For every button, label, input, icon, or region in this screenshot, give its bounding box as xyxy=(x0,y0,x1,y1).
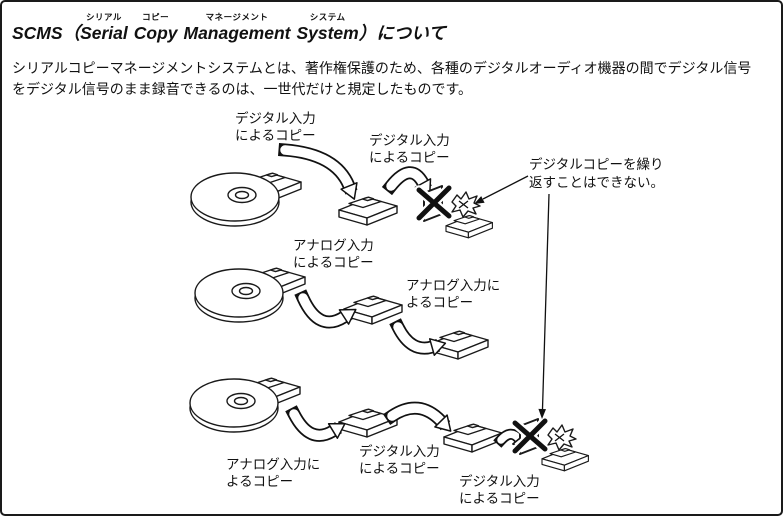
label-row1-source: によるコピー xyxy=(235,128,316,143)
arrowhead-icon xyxy=(538,408,546,419)
copy-flow-arrow xyxy=(382,401,452,432)
label-row1-second: デジタル入力 xyxy=(369,132,450,148)
note-text: 返すことはできない。 xyxy=(529,175,664,190)
label-row3-source: よるコピー xyxy=(226,474,293,489)
label-row2-second: アナログ入力に xyxy=(406,278,500,293)
label-row3-source: アナログ入力に xyxy=(226,457,320,472)
label-row3-second: デジタル入力 xyxy=(359,443,440,459)
arrowhead-icon xyxy=(474,196,485,204)
row1-digital-chain xyxy=(190,143,492,238)
row2-analog-chain xyxy=(194,267,489,360)
intro-paragraph: シリアルコピーマネージメントシステムとは、著作権保護のため、各種のデジタルオーデ… xyxy=(12,60,752,97)
row3-mixed-chain xyxy=(189,377,588,471)
note-pointer-arrows xyxy=(474,175,550,419)
md-deck-icon xyxy=(338,196,398,226)
label-row2-second: よるコピー xyxy=(406,295,473,310)
note-pointer-line xyxy=(541,193,550,410)
compact-disc-icon xyxy=(189,378,279,433)
diagram-labels: デジタル入力 によるコピー デジタル入力 によるコピー デジタルコピーを繰り 返… xyxy=(226,110,664,506)
title-prefix: SCMS（ xyxy=(12,23,81,43)
copy-flow-arrow xyxy=(278,143,358,200)
furigana-management: マネージメント xyxy=(205,12,269,22)
compact-disc-icon xyxy=(194,268,284,323)
label-row1-second: によるコピー xyxy=(369,150,450,165)
label-row3-third: によるコピー xyxy=(459,491,540,506)
copy-blocked-icon xyxy=(515,419,588,471)
label-row3-third: デジタル入力 xyxy=(459,473,540,489)
label-row1-source: デジタル入力 xyxy=(235,110,316,126)
label-row2-source: によるコピー xyxy=(293,255,374,270)
furigana-serial: シリアル xyxy=(85,12,122,22)
md-deck-icon xyxy=(443,423,503,453)
copy-flow-arrow xyxy=(389,318,447,356)
note-pointer-line xyxy=(482,175,529,200)
copy-blocked-icon xyxy=(419,186,492,238)
furigana-copy: コピー xyxy=(142,12,170,22)
copy-flow-arrow xyxy=(294,289,357,329)
compact-disc-icon xyxy=(190,172,280,227)
title-suffix: ）について xyxy=(358,23,446,43)
label-row2-source: アナログ入力 xyxy=(293,238,374,253)
label-row3-second: によるコピー xyxy=(359,461,440,476)
copy-flow-arrow xyxy=(285,405,346,442)
note-text: デジタルコピーを繰り xyxy=(529,156,663,172)
furigana-system: システム xyxy=(309,12,346,22)
